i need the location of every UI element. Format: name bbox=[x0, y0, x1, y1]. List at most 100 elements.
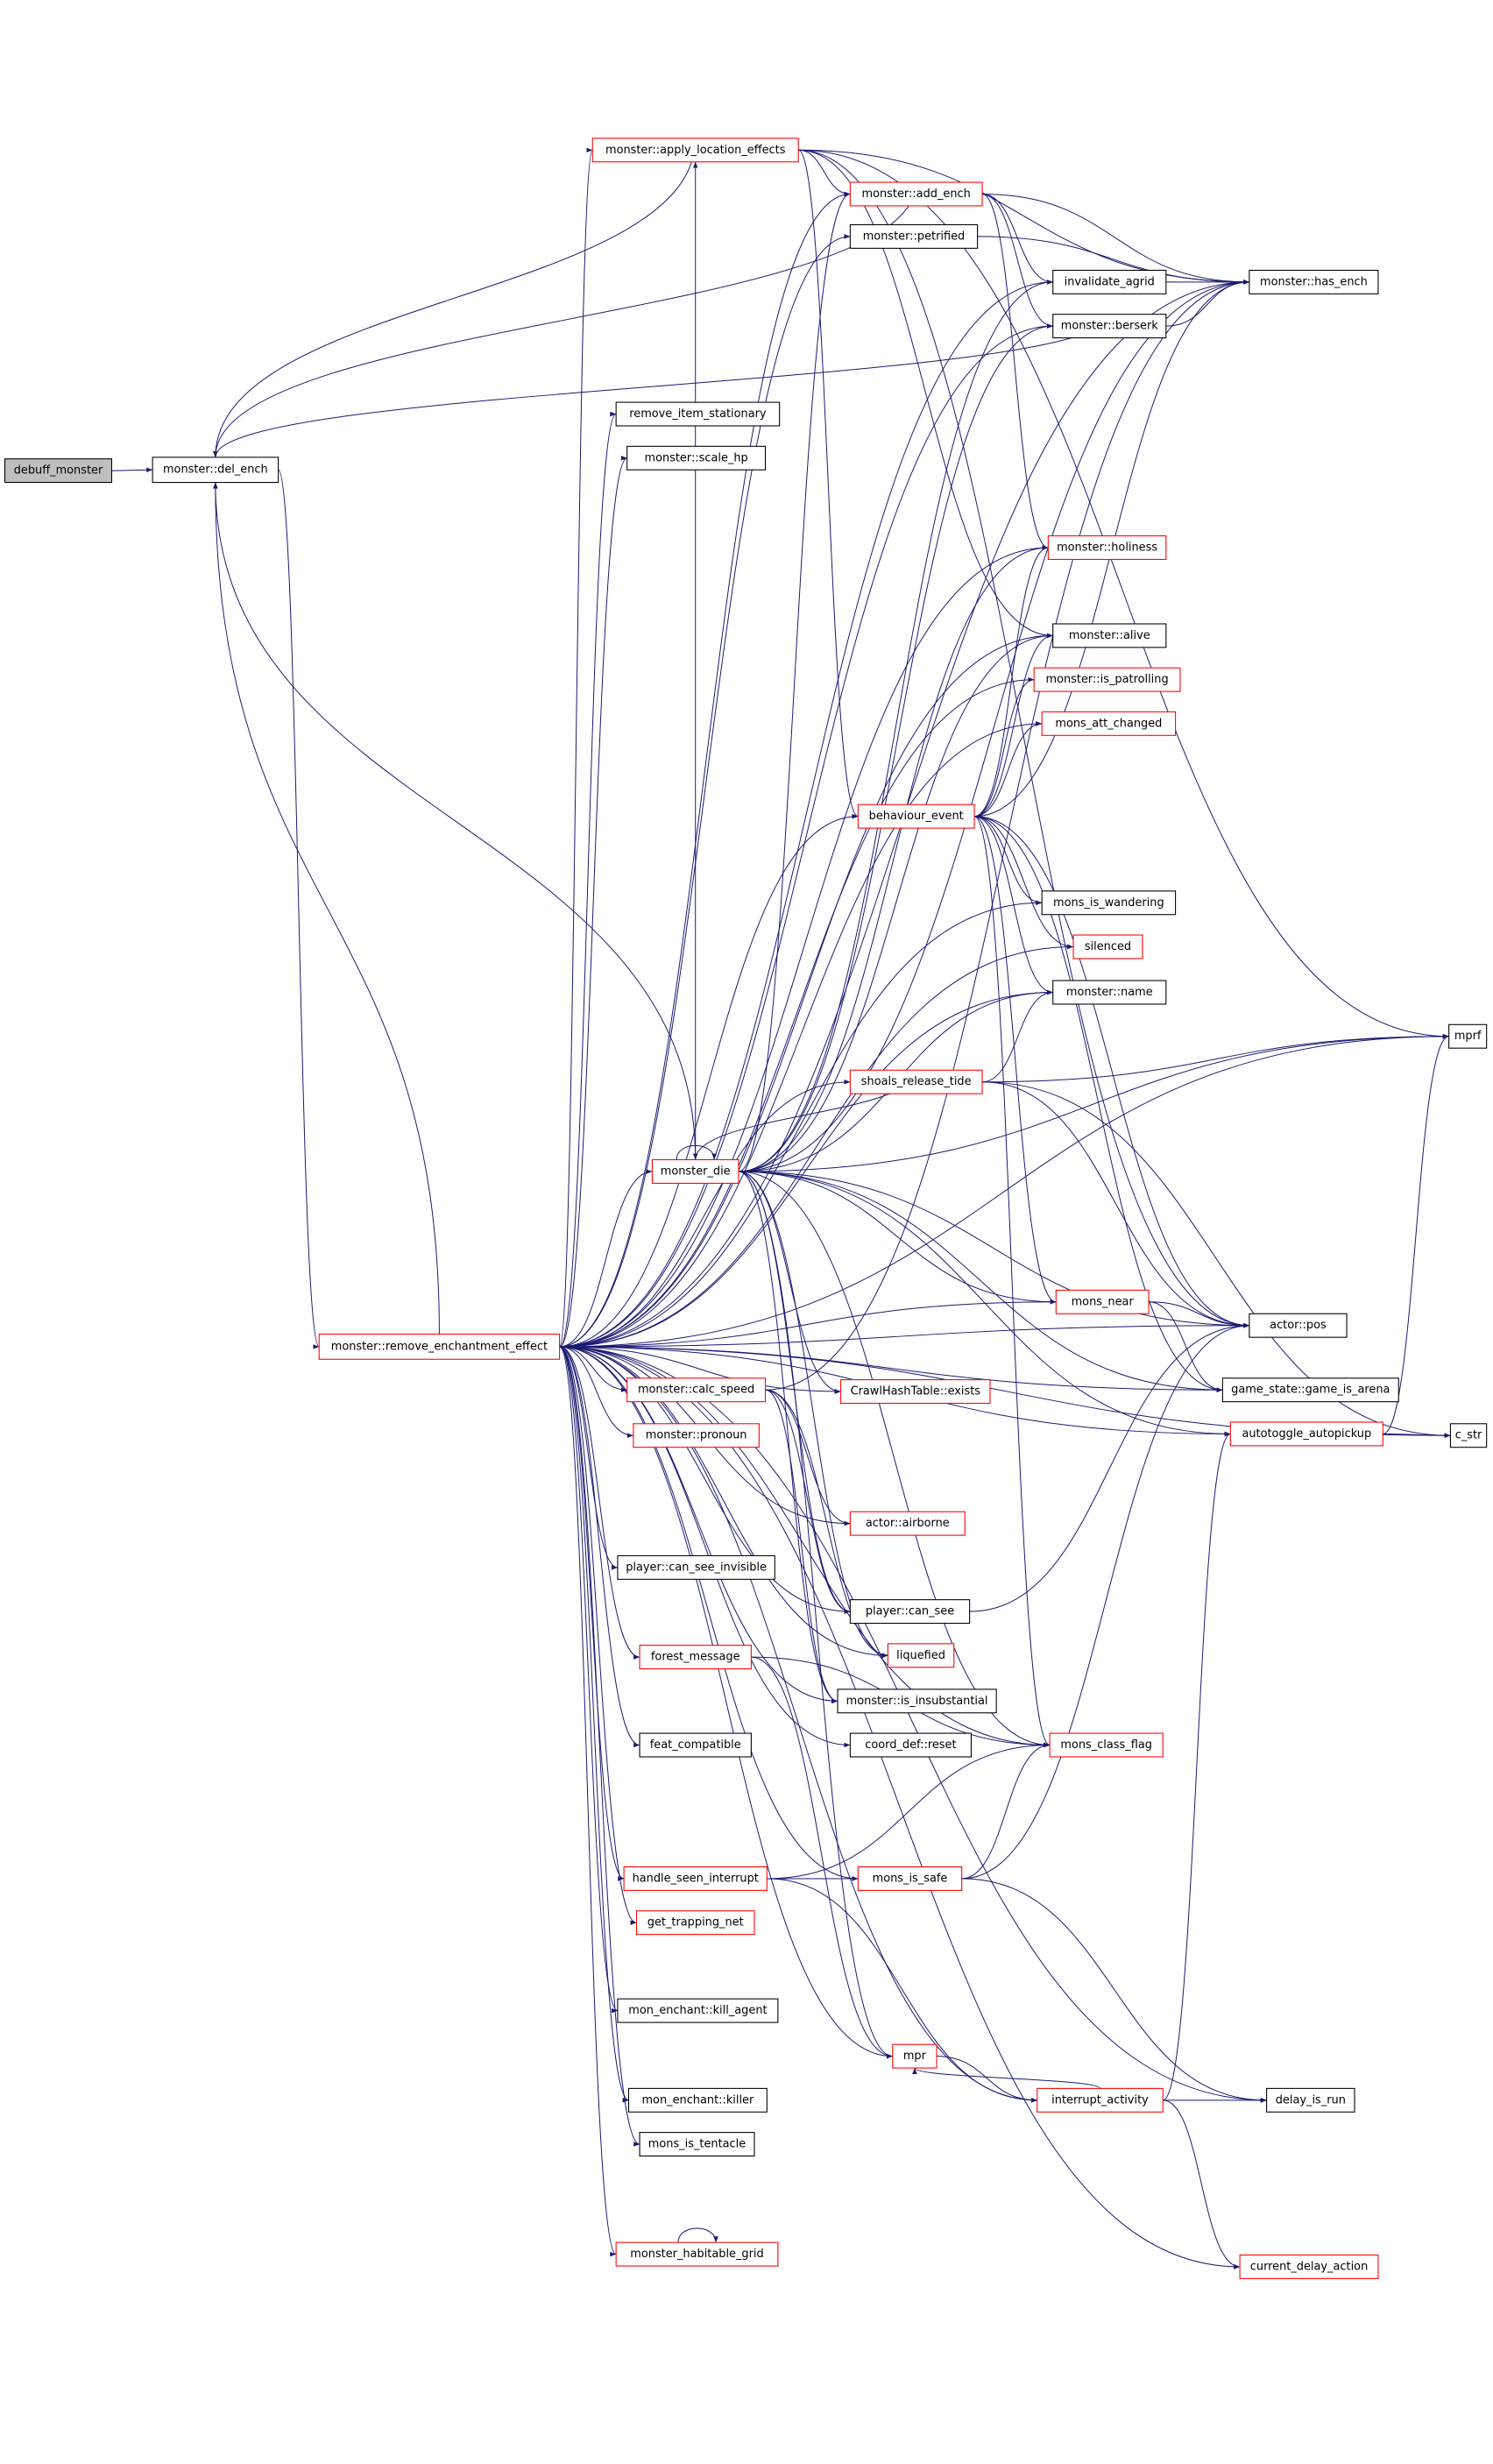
edge-die-to-berserk bbox=[739, 323, 1053, 1172]
node-calc[interactable]: monster::calc_speed bbox=[626, 1377, 767, 1403]
node-alive[interactable]: monster::alive bbox=[1052, 623, 1167, 648]
node-label: feat_compatible bbox=[650, 1738, 741, 1752]
node-tent[interactable]: mons_is_tentacle bbox=[639, 2132, 755, 2157]
node-box bbox=[615, 401, 781, 427]
node-patrol[interactable]: monster::is_patrolling bbox=[1033, 667, 1181, 692]
node-chash[interactable]: CrawlHashTable::exists bbox=[840, 1379, 991, 1405]
node-beh[interactable]: behaviour_event bbox=[857, 804, 975, 829]
node-run[interactable]: delay_is_run bbox=[1266, 2087, 1355, 2113]
node-near[interactable]: mons_near bbox=[1055, 1289, 1150, 1314]
node-box bbox=[849, 1599, 971, 1625]
edge-ree-to-mprf bbox=[559, 1033, 1449, 1348]
node-ris[interactable]: remove_item_stationary bbox=[615, 401, 781, 427]
edge-forest-to-mpr bbox=[751, 1656, 893, 2059]
node-label: player::can_see_invisible bbox=[626, 1561, 767, 1574]
node-label: remove_item_stationary bbox=[629, 407, 767, 421]
node-die[interactable]: monster_die bbox=[651, 1158, 739, 1184]
node-csi[interactable]: player::can_see_invisible bbox=[617, 1554, 775, 1580]
edge-tide-to-cstr bbox=[982, 1081, 1451, 1438]
node-forest[interactable]: forest_message bbox=[639, 1645, 752, 1670]
node-box bbox=[651, 1158, 739, 1184]
edge-beh-to-pos bbox=[974, 816, 1249, 1328]
node-box bbox=[639, 2132, 755, 2157]
node-cstr[interactable]: c_str bbox=[1449, 1423, 1488, 1448]
node-add-ench[interactable]: monster::add_ench bbox=[849, 181, 983, 207]
node-box bbox=[1049, 1732, 1164, 1758]
node-box bbox=[1229, 1421, 1383, 1447]
edge-ree-to-alive bbox=[559, 633, 1053, 1348]
node-cansee[interactable]: player::can_see bbox=[849, 1599, 971, 1625]
node-petrified[interactable]: monster::petrified bbox=[849, 223, 979, 249]
edge-add_ench-to-holiness bbox=[981, 193, 1049, 550]
node-safe[interactable]: mons_is_safe bbox=[857, 1866, 963, 1891]
edge-ree-to-patrol bbox=[559, 676, 1035, 1348]
edge-ree-to-del_ench bbox=[213, 482, 440, 1335]
node-mprf[interactable]: mprf bbox=[1448, 1023, 1488, 1049]
node-has-ench[interactable]: monster::has_ench bbox=[1249, 269, 1379, 294]
node-label: monster::is_insubstantial bbox=[846, 1695, 988, 1708]
node-name[interactable]: monster::name bbox=[1052, 980, 1167, 1005]
node-insub[interactable]: monster::is_insubstantial bbox=[837, 1689, 997, 1714]
edge-ree-to-agent bbox=[559, 1346, 619, 2014]
node-mpr[interactable]: mpr bbox=[892, 2043, 938, 2069]
node-net[interactable]: get_trapping_net bbox=[635, 1910, 755, 1936]
node-box bbox=[1052, 623, 1167, 648]
node-airborne[interactable]: actor::airborne bbox=[849, 1511, 966, 1536]
node-box bbox=[615, 2241, 779, 2267]
node-label: debuff_monster bbox=[14, 464, 103, 478]
node-ale[interactable]: monster::apply_location_effects bbox=[591, 138, 799, 163]
node-box bbox=[1041, 711, 1177, 736]
edge-die-to-mprf bbox=[739, 1033, 1449, 1172]
node-mcf[interactable]: mons_class_flag bbox=[1049, 1732, 1164, 1758]
node-berserk[interactable]: monster::berserk bbox=[1052, 314, 1167, 339]
edge-del_ench-to-ree bbox=[278, 469, 320, 1349]
node-ree[interactable]: monster::remove_enchantment_effect bbox=[318, 1334, 561, 1360]
node-att[interactable]: mons_att_changed bbox=[1041, 711, 1177, 736]
node-silenced[interactable]: silenced bbox=[1072, 934, 1143, 959]
node-tide[interactable]: shoals_release_tide bbox=[849, 1069, 983, 1094]
edge-ree-to-intr bbox=[559, 1346, 1037, 2103]
node-killer[interactable]: mon_enchant::killer bbox=[627, 2087, 768, 2113]
node-autop[interactable]: autotoggle_autopickup bbox=[1229, 1421, 1383, 1447]
node-holiness[interactable]: monster::holiness bbox=[1047, 535, 1167, 560]
node-scale-hp[interactable]: monster::scale_hp bbox=[626, 445, 767, 471]
edge-ree-to-run bbox=[559, 1346, 1267, 2103]
node-label: autotoggle_autopickup bbox=[1242, 1427, 1371, 1441]
node-pos[interactable]: actor::pos bbox=[1249, 1313, 1348, 1338]
node-label: mons_att_changed bbox=[1055, 717, 1162, 730]
node-wander[interactable]: mons_is_wandering bbox=[1041, 890, 1177, 916]
edge-petrified-to-has_ench bbox=[977, 236, 1249, 285]
edge-safe-to-mcf bbox=[961, 1742, 1051, 1880]
node-label: invalidate_agrid bbox=[1065, 275, 1155, 288]
node-pronoun[interactable]: monster::pronoun bbox=[633, 1423, 760, 1448]
node-label: actor::pos bbox=[1270, 1319, 1327, 1332]
node-cda[interactable]: current_delay_action bbox=[1239, 2254, 1379, 2279]
node-label: c_str bbox=[1455, 1429, 1482, 1442]
node-reset[interactable]: coord_def::reset bbox=[849, 1732, 972, 1758]
node-del-ench[interactable]: monster::del_ench bbox=[152, 457, 279, 484]
node-label: monster::is_patrolling bbox=[1046, 673, 1169, 686]
edge-ree-to-mpr bbox=[559, 1346, 893, 2059]
edge-ree-to-net bbox=[559, 1346, 637, 1925]
node-label: get_trapping_net bbox=[647, 1916, 744, 1929]
node-label: monster::has_ench bbox=[1260, 275, 1368, 288]
node-intr[interactable]: interrupt_activity bbox=[1037, 2087, 1164, 2113]
node-feat[interactable]: feat_compatible bbox=[639, 1732, 752, 1758]
node-label: monster_die bbox=[661, 1165, 731, 1178]
node-liq[interactable]: liquefied bbox=[887, 1643, 955, 1668]
edge-ree-to-petrified bbox=[559, 234, 851, 1348]
node-box bbox=[1041, 890, 1177, 916]
node-arena[interactable]: game_state::game_is_arena bbox=[1221, 1377, 1399, 1403]
node-box bbox=[626, 1377, 767, 1403]
node-box bbox=[849, 1069, 983, 1094]
node-label: monster::scale_hp bbox=[644, 451, 747, 464]
node-hab[interactable]: monster_habitable_grid bbox=[615, 2241, 779, 2267]
edge-ree-to-wander bbox=[559, 900, 1043, 1348]
node-agent[interactable]: mon_enchant::kill_agent bbox=[617, 1998, 779, 2023]
edge-ree-to-pos bbox=[559, 1322, 1249, 1348]
node-hsi[interactable]: handle_seen_interrupt bbox=[623, 1866, 768, 1891]
edge-ree-to-die bbox=[559, 1169, 653, 1348]
node-agrid[interactable]: invalidate_agrid bbox=[1052, 269, 1167, 294]
node-debuff[interactable]: debuff_monster bbox=[4, 458, 113, 484]
